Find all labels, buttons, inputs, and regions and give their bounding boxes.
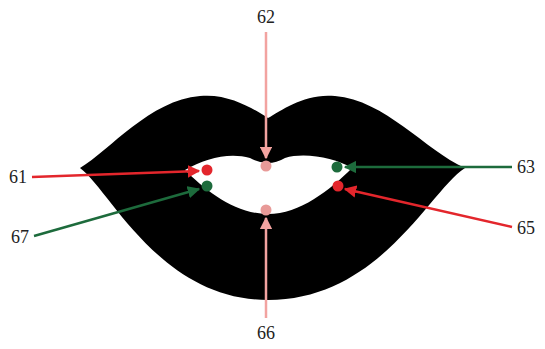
lips-shape — [80, 96, 465, 300]
callout-number: 67 — [11, 228, 29, 246]
callout-number: 63 — [517, 158, 535, 176]
leader-arrow — [265, 218, 268, 318]
leader-arrow — [34, 189, 199, 236]
leader-arrow — [265, 32, 268, 158]
landmark-dot — [261, 161, 272, 172]
leader-arrow — [345, 189, 512, 227]
landmark-dot — [202, 181, 213, 192]
leader-arrow — [32, 171, 199, 177]
callout-number: 62 — [257, 8, 275, 26]
landmark-dot — [333, 181, 344, 192]
landmark-dot — [332, 162, 343, 173]
callout-number: 61 — [9, 168, 27, 186]
callout-number: 65 — [517, 219, 535, 237]
callout-number: 66 — [257, 324, 275, 342]
landmark-dot — [202, 165, 213, 176]
leader-arrow — [345, 166, 512, 169]
landmark-dot — [261, 205, 272, 216]
